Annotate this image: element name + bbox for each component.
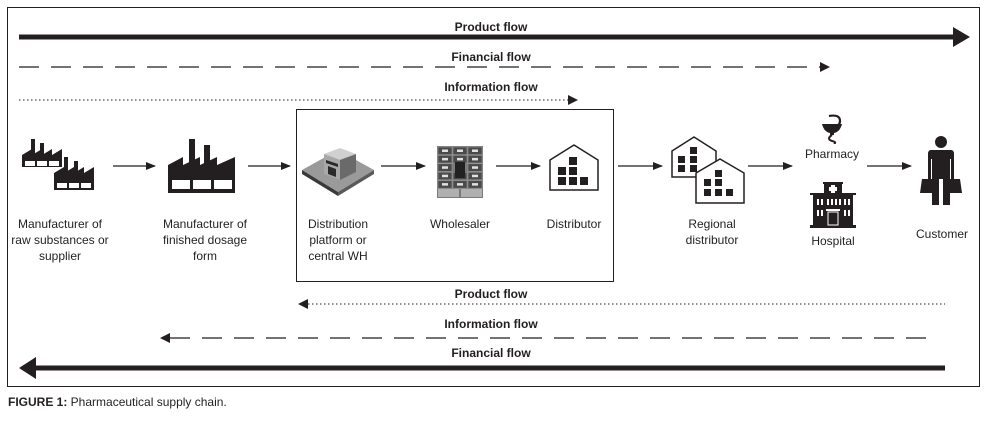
rack-drawer-handle bbox=[472, 183, 478, 186]
customer-with-bags-icon bbox=[920, 136, 962, 205]
top-information-flow-arrow bbox=[19, 95, 578, 105]
regional-distributor-label: Regional distributor bbox=[686, 216, 739, 248]
pharmacy-bowl-icon bbox=[822, 114, 842, 144]
distribution-platform-label: Distribution platform or central WH bbox=[308, 216, 368, 264]
top-product-flow-label: Product flow bbox=[454, 20, 528, 34]
figure-caption: FIGURE 1: Pharmaceutical supply chain. bbox=[8, 395, 227, 409]
label-line: distributor bbox=[685, 233, 739, 247]
raw-manufacturer-label: Manufacturer of raw substances or suppli… bbox=[11, 216, 108, 264]
wholesaler-label: Wholesaler bbox=[430, 216, 490, 232]
bottom-product-flow-label: Product flow bbox=[454, 287, 528, 301]
label-line: Regional bbox=[688, 217, 736, 231]
label-line: finished dosage bbox=[162, 233, 248, 247]
bottom-financial-flow-label: Financial flow bbox=[451, 346, 531, 360]
rack-drawer-handle bbox=[472, 174, 478, 178]
label-line: Wholesaler bbox=[429, 217, 491, 231]
rack-drawer-handle bbox=[472, 166, 478, 169]
label-line: supplier bbox=[38, 249, 82, 263]
label-line: form bbox=[192, 249, 217, 263]
label-line: Distribution bbox=[307, 217, 369, 231]
top-product-flow-arrow bbox=[19, 27, 970, 47]
rack-drawer-handle bbox=[442, 149, 448, 152]
storage-rack-icon bbox=[437, 146, 483, 198]
rack-drawer-handle bbox=[442, 157, 448, 161]
rack-drawer-handle bbox=[442, 174, 448, 178]
bottom-information-flow-label: Information flow bbox=[444, 317, 538, 331]
factory-icon bbox=[168, 139, 235, 193]
top-financial-flow-label: Financial flow bbox=[451, 50, 531, 64]
rack-drawer-handle bbox=[442, 166, 448, 169]
hospital-icon bbox=[810, 182, 856, 228]
distribution-house-icon bbox=[549, 144, 599, 191]
rack-drawer-handle bbox=[457, 157, 463, 161]
label-line: Distributor bbox=[546, 217, 602, 231]
label-line: platform or bbox=[309, 233, 367, 247]
caption-prefix: FIGURE 1: bbox=[8, 395, 68, 409]
bottom-information-flow-arrow bbox=[160, 333, 935, 343]
label-line: central WH bbox=[308, 249, 368, 263]
label-line: raw substances or bbox=[11, 233, 109, 247]
label-line: Hospital bbox=[811, 234, 855, 248]
rack-drawer-handle bbox=[472, 149, 478, 152]
distribution-house-pair-icon bbox=[671, 136, 745, 204]
label-line: Pharmacy bbox=[804, 147, 860, 161]
rack-drawer-handle bbox=[472, 157, 478, 161]
top-information-flow-label: Information flow bbox=[444, 80, 538, 94]
hospital-label: Hospital bbox=[811, 233, 854, 249]
rack-drawer-handle bbox=[442, 183, 448, 186]
caption-text: Pharmaceutical supply chain. bbox=[67, 395, 227, 409]
label-line: Customer bbox=[915, 227, 969, 241]
top-financial-flow-arrow bbox=[19, 62, 830, 72]
rack-drawer-handle bbox=[457, 183, 463, 186]
figure-frame bbox=[7, 7, 980, 387]
fdf-manufacturer-label: Manufacturer of finished dosage form bbox=[163, 216, 247, 264]
customer-label: Customer bbox=[916, 226, 968, 242]
central-distribution-group-box bbox=[296, 109, 614, 282]
rack-drawer-handle bbox=[457, 149, 463, 152]
label-line: Manufacturer of bbox=[162, 217, 248, 231]
warehouse-3d-icon bbox=[302, 148, 374, 196]
bottom-financial-flow-arrow bbox=[19, 357, 945, 379]
factory-pair-icon bbox=[22, 139, 94, 190]
label-line: Manufacturer of bbox=[17, 217, 103, 231]
bottom-product-flow-arrow bbox=[298, 299, 945, 309]
pharmacy-label: Pharmacy bbox=[805, 146, 859, 162]
distributor-label: Distributor bbox=[547, 216, 602, 232]
